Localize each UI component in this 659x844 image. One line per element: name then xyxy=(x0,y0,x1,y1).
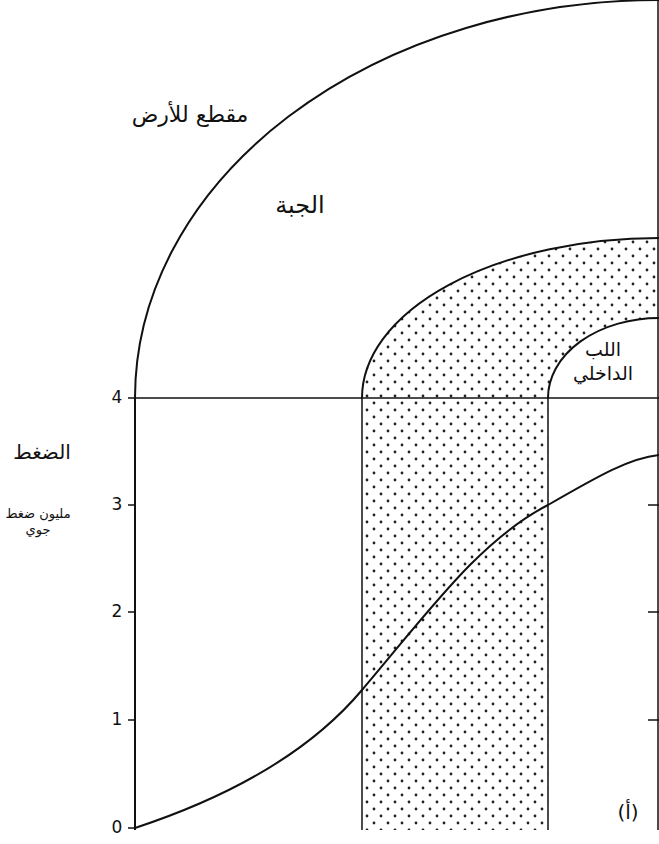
figure-title: مقطع للأرض xyxy=(115,101,265,129)
outer-core-arc xyxy=(362,238,659,398)
tick-number: 2 xyxy=(105,601,129,622)
boundary-line xyxy=(547,398,549,830)
tick-number: 1 xyxy=(105,709,129,730)
inner-core-arc xyxy=(548,318,659,398)
top-grid-line xyxy=(128,397,659,399)
axis-unit: مليون ضغط جوي xyxy=(2,506,74,539)
axis-ticks xyxy=(128,505,659,828)
earth-outer-arc xyxy=(135,0,659,398)
tick-number: 4 xyxy=(105,387,129,408)
pressure-curve xyxy=(135,455,659,828)
outer-core-column-dots xyxy=(362,398,548,830)
tick-number: 0 xyxy=(105,817,129,838)
boundary-line xyxy=(361,398,363,830)
region-label: اللب الداخلي xyxy=(560,338,646,386)
outer-core-dots xyxy=(362,238,659,398)
tick-number: 3 xyxy=(105,494,129,515)
pressure-axis xyxy=(134,398,136,830)
right-edge-line xyxy=(657,0,659,830)
figure-letter: (أ) xyxy=(603,800,653,825)
region-label: الجبة xyxy=(245,190,355,220)
axis-title: الضغط xyxy=(2,440,82,465)
